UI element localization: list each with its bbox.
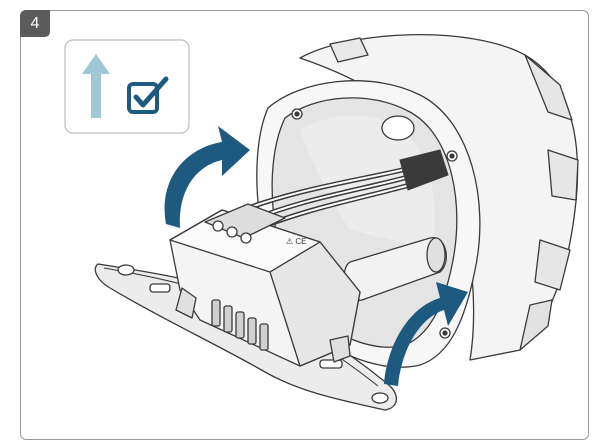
curved-arrow-icon xyxy=(384,282,468,386)
insert-slots xyxy=(211,299,269,351)
step-number-badge: 4 xyxy=(20,10,50,37)
curved-arrow-icon xyxy=(164,126,250,228)
checkbox-checked-icon xyxy=(127,76,169,114)
orientation-hint xyxy=(64,39,190,134)
step-frame xyxy=(20,10,589,440)
dimmer-insert: ⚠ CE xyxy=(94,203,397,411)
svg-text:⚠ CE: ⚠ CE xyxy=(286,237,307,246)
up-arrow-icon xyxy=(82,54,110,118)
